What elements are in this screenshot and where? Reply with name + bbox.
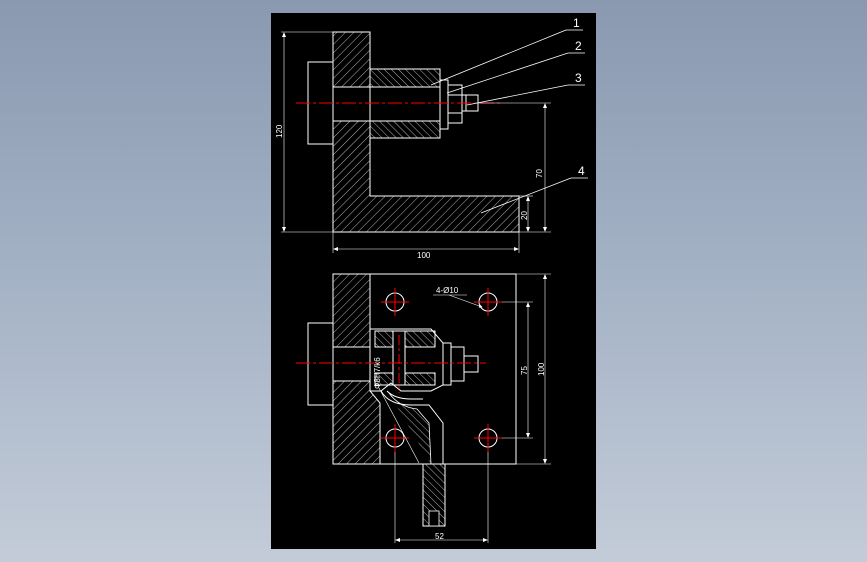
dim-70: 70 xyxy=(535,169,544,178)
leader-2 xyxy=(446,52,569,94)
holes-note: 4-Ø10 xyxy=(436,286,459,295)
leader-4 xyxy=(480,177,572,214)
top-nut xyxy=(450,346,465,382)
upright-section-top xyxy=(332,273,371,348)
bracket-upright-top xyxy=(332,31,371,88)
dim-20: 20 xyxy=(520,211,529,220)
top-stud xyxy=(463,355,479,373)
handle-slot xyxy=(428,510,440,527)
top-washer xyxy=(442,342,452,386)
dim-100-width: 100 xyxy=(417,251,431,260)
callout-4: 4 xyxy=(578,164,585,178)
arm-curve-inner xyxy=(386,390,423,400)
clamp-body xyxy=(369,328,444,392)
fit-leader xyxy=(378,387,420,464)
side-view: 1 2 3 4 120 70 20 xyxy=(275,16,588,260)
clamp-slot xyxy=(392,330,406,386)
dim-52: 52 xyxy=(435,532,444,541)
hole-centerlines xyxy=(381,288,502,452)
dim-100-height: 100 xyxy=(537,362,546,376)
holes-leader xyxy=(448,294,483,308)
clamp-hatch-b xyxy=(404,330,436,348)
leader-1 xyxy=(430,29,567,86)
drawing-sheet: 1 2 3 4 120 70 20 xyxy=(271,13,596,549)
clamp-hatch-d xyxy=(404,372,436,386)
callout-3: 3 xyxy=(575,71,582,85)
dim-120: 120 xyxy=(275,124,284,138)
arm-hatch xyxy=(388,392,432,465)
top-left-plate xyxy=(307,322,334,406)
upright-section-bottom xyxy=(332,380,381,465)
bushing-upper xyxy=(369,68,441,88)
drawing-canvas: 1 2 3 4 120 70 20 xyxy=(275,16,588,543)
callout-2: 2 xyxy=(575,39,582,53)
dim-75: 75 xyxy=(520,366,529,375)
top-view: 4-Ø10 Φ8H7/k6 75 100 xyxy=(296,273,551,543)
washer xyxy=(439,79,449,130)
clamp-hatch-a xyxy=(374,330,394,348)
callout-1: 1 xyxy=(573,16,580,30)
bushing-lower xyxy=(369,120,441,139)
leader-3 xyxy=(466,84,569,106)
fit-note: Φ8H7/k6 xyxy=(373,357,382,389)
bracket-bore xyxy=(332,86,371,122)
